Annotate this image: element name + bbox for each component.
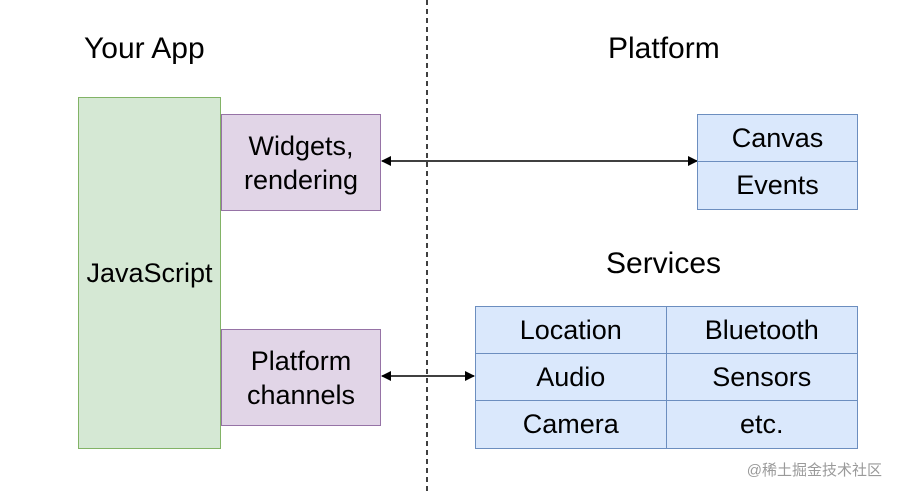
your-app-heading: Your App: [84, 32, 205, 65]
widgets-rendering-block: Widgets, rendering: [221, 114, 381, 211]
watermark: @稀土掘金技术社区: [747, 459, 882, 480]
platform-channels-label: Platform channels: [246, 345, 356, 410]
platform-channels-block: Platform channels: [221, 329, 381, 426]
location-cell: Location: [476, 307, 667, 354]
javascript-label: JavaScript: [86, 258, 213, 288]
platform-box: Canvas Events: [697, 114, 858, 210]
etc-cell: etc.: [739, 409, 784, 439]
platform-heading: Platform: [608, 32, 720, 65]
services-grid: Location Bluetooth Audio Sensors Camera …: [475, 306, 858, 449]
widgets-rendering-label: Widgets, rendering: [243, 130, 359, 195]
canvas-cell: Canvas: [698, 115, 857, 162]
events-cell: Events: [736, 170, 819, 200]
javascript-block: JavaScript: [78, 97, 221, 449]
bluetooth-cell: Bluetooth: [666, 307, 857, 354]
services-heading: Services: [606, 247, 722, 280]
audio-cell: Audio: [476, 354, 667, 401]
sensors-cell: Sensors: [666, 354, 857, 401]
camera-cell: Camera: [476, 401, 667, 448]
watermark-text: @稀土掘金技术社区: [746, 462, 882, 479]
